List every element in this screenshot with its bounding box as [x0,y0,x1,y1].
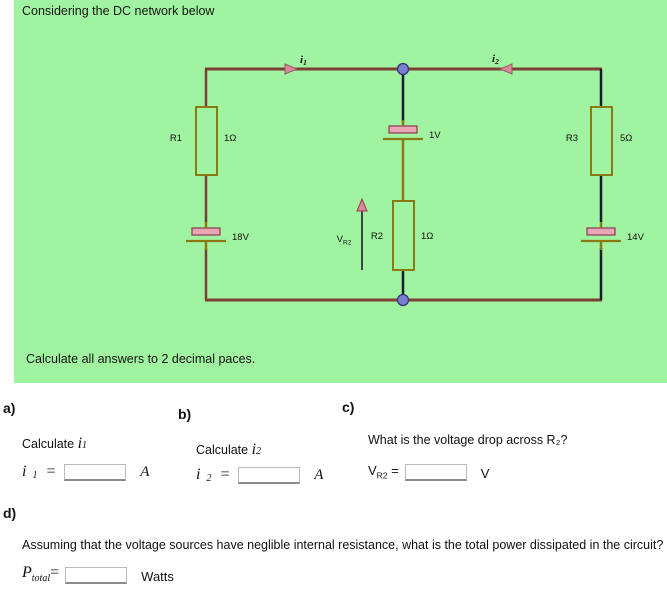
part-letter-d: d) [3,505,17,521]
answer-a-sub: 1 [32,470,38,481]
answer-b-equals: = [219,466,231,483]
answer-c-var: VR2 = [368,463,399,481]
prompt-d-text: Assuming that the voltage sources have n… [22,538,664,552]
answer-a-equals: = [45,463,57,480]
answer-input-i2[interactable] [238,467,301,484]
answer-b-sub: 2 [206,473,212,484]
prompt-a-sub: 1 [82,440,88,451]
intro-text: Considering the DC network below [22,4,215,18]
answer-c-unit: V [480,465,490,481]
prompt-b-text: Calculate [196,443,252,457]
prompt-b-var: i [251,441,257,458]
prompt-c-text: What is the voltage drop across R₂? [368,433,568,447]
answer-a-unit: A [140,464,150,480]
answer-d-var: Ptotal= [22,564,60,585]
note-text: Calculate all answers to 2 decimal paces… [26,352,256,366]
answer-b-unit: A [314,467,324,483]
part-letter-b: b) [178,406,192,422]
prompt-a-text: Calculate [22,437,78,451]
prompt-d: Assuming that the voltage sources have n… [22,538,663,552]
part-letter-a: a) [3,400,16,416]
answer-d-unit: Watts [141,569,174,585]
prompt-a-var: i [77,435,83,452]
answer-b-var: i [196,466,201,483]
prompt-a: Calculate i1 [22,435,87,453]
problem-panel: Considering the DC network below Calcula… [14,0,667,383]
part-letter-c: c) [342,399,355,415]
prompt-b: Calculate i2 [196,441,261,459]
answer-a-var: i [22,463,27,480]
answer-row-d: Ptotal= Watts [22,564,174,585]
answer-input-vr2[interactable] [404,463,467,481]
answer-row-c: VR2 = V [368,463,489,481]
prompt-c: What is the voltage drop across R₂? [368,433,567,447]
answer-input-i1[interactable] [64,464,127,481]
answer-input-ptotal[interactable] [65,567,128,585]
prompt-b-sub: 2 [256,446,262,457]
